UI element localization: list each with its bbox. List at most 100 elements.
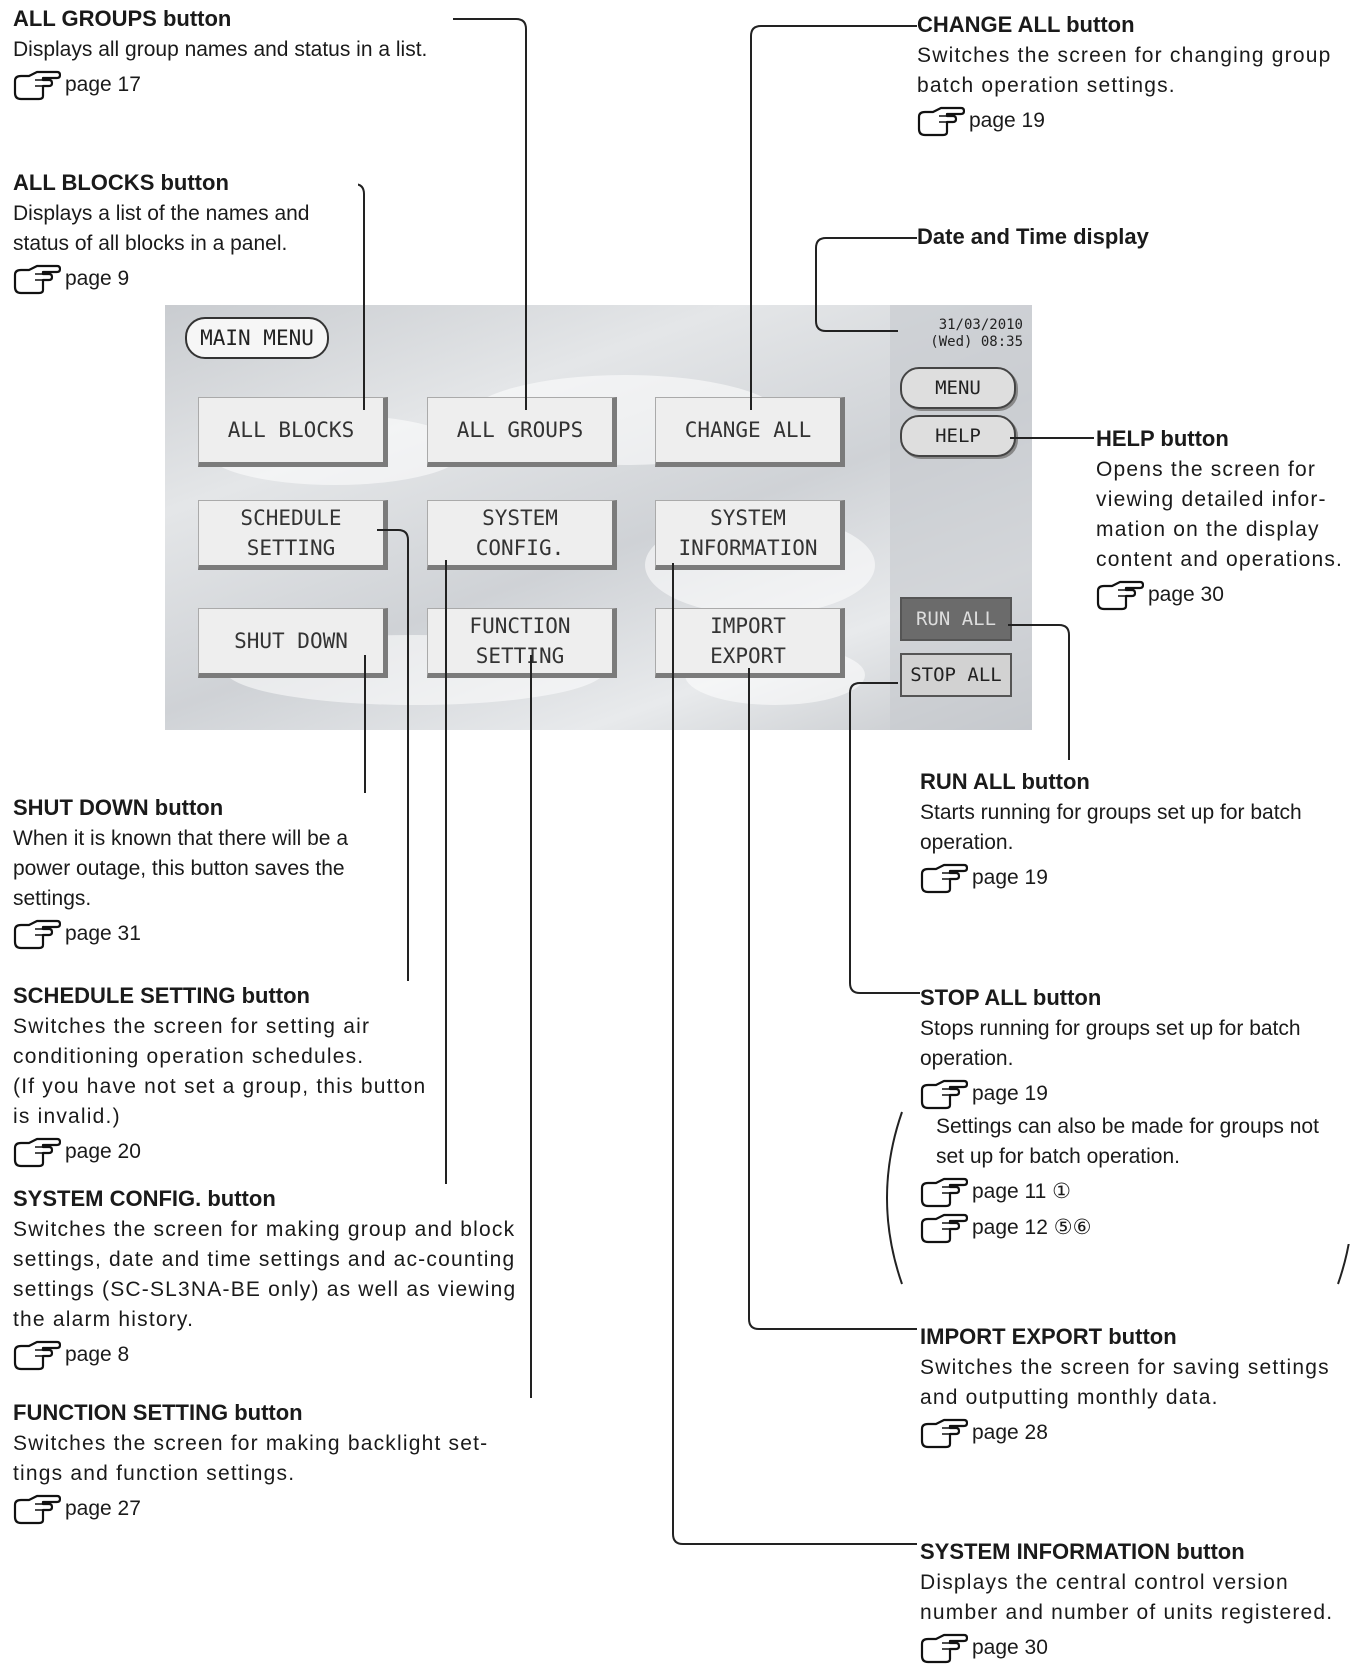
- callout-system-config: SYSTEM CONFIG. button Switches the scree…: [13, 1184, 523, 1371]
- change-all-button[interactable]: CHANGE ALL: [655, 397, 845, 467]
- help-button[interactable]: HELP: [900, 415, 1016, 457]
- pointing-hand-icon: [1096, 580, 1144, 611]
- callout-text: Switches the screen for making group and…: [13, 1218, 517, 1331]
- schedule-setting-button[interactable]: SCHEDULE SETTING: [198, 500, 388, 570]
- callout-text: Displays the central control version num…: [920, 1571, 1334, 1624]
- day-time-text: (Wed) 08:35: [930, 334, 1023, 350]
- page-ref: page 17: [13, 69, 453, 101]
- callout-note: (If you have not set a group, this butto…: [13, 1075, 427, 1128]
- note-page-ref-1: page 11 ①: [920, 1176, 1360, 1208]
- page-ref: page 19: [920, 1078, 1360, 1110]
- page-ref: page 27: [13, 1493, 533, 1525]
- page-number: page 30: [972, 1636, 1048, 1659]
- page-number: page 31: [65, 922, 141, 945]
- callout-text: Displays a list of the names and status …: [13, 202, 310, 255]
- callout-text: Starts running for groups set up for bat…: [920, 801, 1302, 854]
- page-ref: page 20: [13, 1136, 438, 1168]
- callout-text: Displays all group names and status in a…: [13, 38, 428, 61]
- callout-title: SCHEDULE SETTING button: [13, 981, 316, 1011]
- page-ref: page 30: [1096, 579, 1362, 611]
- callout-title: ALL GROUPS button: [13, 4, 238, 34]
- page-ref: page 28: [920, 1417, 1365, 1449]
- note-text: Settings can also be made for groups not…: [936, 1115, 1319, 1168]
- callout-system-information: SYSTEM INFORMATION button Displays the c…: [920, 1537, 1365, 1664]
- page-number: page 20: [65, 1140, 141, 1163]
- run-all-button[interactable]: RUN ALL: [900, 597, 1012, 641]
- pointing-hand-icon: [13, 264, 61, 295]
- pointing-hand-icon: [920, 1633, 968, 1664]
- page-number: page 27: [65, 1497, 141, 1520]
- page-number: page 8: [65, 1343, 130, 1366]
- callout-title: SHUT DOWN button: [13, 793, 230, 823]
- callout-title: FUNCTION SETTING button: [13, 1398, 309, 1428]
- pointing-hand-icon: [917, 106, 965, 137]
- callout-run-all: RUN ALL button Starts running for groups…: [920, 767, 1360, 894]
- callout-stop-all: STOP ALL button Stops running for groups…: [920, 983, 1360, 1244]
- note-page-ref-2: page 12 ⑤⑥: [920, 1212, 1360, 1244]
- callout-title: SYSTEM CONFIG. button: [13, 1184, 282, 1214]
- stop-all-button[interactable]: STOP ALL: [900, 653, 1012, 697]
- pointing-hand-icon: [13, 1494, 61, 1525]
- callout-title: RUN ALL button: [920, 767, 1096, 797]
- pointing-hand-icon: [920, 1177, 968, 1208]
- function-setting-button[interactable]: FUNCTION SETTING: [427, 608, 617, 678]
- callout-import-export: IMPORT EXPORT button Switches the screen…: [920, 1322, 1365, 1449]
- page-ref: page 9: [13, 263, 358, 295]
- page-ref: page 31: [13, 918, 403, 950]
- page-number: page 9: [65, 267, 130, 290]
- page-number: page 19: [972, 866, 1048, 889]
- pointing-hand-icon: [920, 1418, 968, 1449]
- callout-title: STOP ALL button: [920, 983, 1108, 1013]
- callout-date-time: Date and Time display: [917, 222, 1357, 253]
- page-ref: page 19: [917, 105, 1362, 137]
- callout-all-groups: ALL GROUPS button Displays all group nam…: [13, 4, 453, 101]
- menu-button[interactable]: MENU: [900, 367, 1016, 409]
- page-ref: page 30: [920, 1632, 1365, 1664]
- callout-title: Date and Time display: [917, 222, 1155, 252]
- callout-text: Opens the screen for viewing detailed in…: [1096, 458, 1344, 571]
- date-text: 31/03/2010: [938, 317, 1023, 333]
- page-number: page 17: [65, 73, 141, 96]
- pointing-hand-icon: [920, 863, 968, 894]
- callout-text: Switches the screen for saving settings …: [920, 1356, 1330, 1409]
- callout-text: Switches the screen for making backlight…: [13, 1432, 489, 1485]
- pointing-hand-icon: [13, 1137, 61, 1168]
- page-number: page 19: [969, 109, 1045, 132]
- callout-function-setting: FUNCTION SETTING button Switches the scr…: [13, 1398, 533, 1525]
- callout-text: When it is known that there will be a po…: [13, 827, 348, 910]
- callout-change-all: CHANGE ALL button Switches the screen fo…: [917, 10, 1362, 137]
- callout-title: CHANGE ALL button: [917, 10, 1141, 40]
- system-information-button[interactable]: SYSTEM INFORMATION: [655, 500, 845, 570]
- pointing-hand-icon: [13, 919, 61, 950]
- callout-title: SYSTEM INFORMATION button: [920, 1537, 1251, 1567]
- callout-title: IMPORT EXPORT button: [920, 1322, 1183, 1352]
- date-time-display: 31/03/2010 (Wed) 08:35: [893, 317, 1023, 351]
- callout-help: HELP button Opens the screen for viewing…: [1096, 424, 1362, 611]
- main-menu-screen: MAIN MENU 31/03/2010 (Wed) 08:35 ALL BLO…: [165, 305, 1032, 730]
- callout-title: ALL BLOCKS button: [13, 168, 235, 198]
- page-ref: page 19: [920, 862, 1360, 894]
- callout-all-blocks: ALL BLOCKS button Displays a list of the…: [13, 168, 358, 295]
- main-menu-title: MAIN MENU: [185, 317, 329, 359]
- pointing-hand-icon: [920, 1213, 968, 1244]
- page-number: page 28: [972, 1421, 1048, 1444]
- pointing-hand-icon: [13, 70, 61, 101]
- page-number: page 19: [972, 1082, 1048, 1105]
- callout-text: Stops running for groups set up for batc…: [920, 1017, 1301, 1070]
- callout-text: Switches the screen for changing group b…: [917, 44, 1332, 97]
- callout-schedule-setting: SCHEDULE SETTING button Switches the scr…: [13, 981, 438, 1168]
- import-export-button[interactable]: IMPORT EXPORT: [655, 608, 845, 678]
- page-number: page 11 ①: [972, 1180, 1072, 1203]
- callout-shut-down: SHUT DOWN button When it is known that t…: [13, 793, 403, 950]
- stop-all-note: Settings can also be made for groups not…: [920, 1112, 1360, 1244]
- pointing-hand-icon: [920, 1079, 968, 1110]
- shut-down-button[interactable]: SHUT DOWN: [198, 608, 388, 678]
- page-number: page 12 ⑤⑥: [972, 1216, 1092, 1239]
- page-ref: page 8: [13, 1339, 523, 1371]
- all-groups-button[interactable]: ALL GROUPS: [427, 397, 617, 467]
- callout-title: HELP button: [1096, 424, 1235, 454]
- system-config-button[interactable]: SYSTEM CONFIG.: [427, 500, 617, 570]
- callout-text: Switches the screen for setting air cond…: [13, 1015, 371, 1068]
- all-blocks-button[interactable]: ALL BLOCKS: [198, 397, 388, 467]
- pointing-hand-icon: [13, 1340, 61, 1371]
